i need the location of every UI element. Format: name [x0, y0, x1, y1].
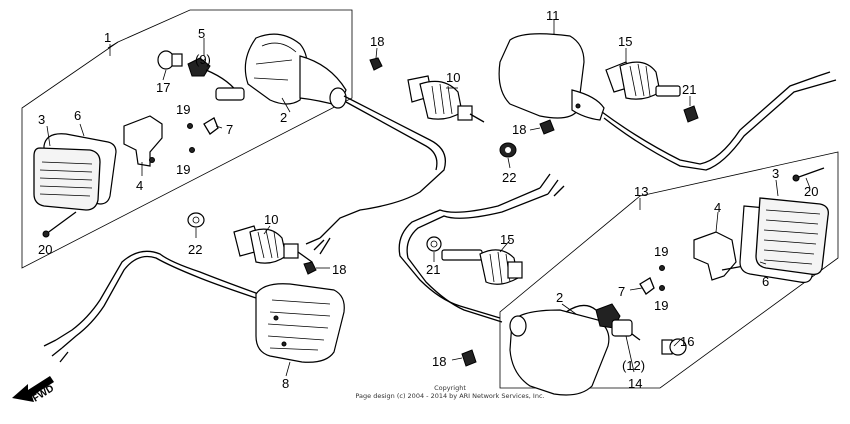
- callout-1: 1: [104, 30, 111, 45]
- callout-21-lower: 21: [426, 262, 440, 277]
- clip-left-7: [187, 117, 219, 153]
- stud-10-upper: [407, 75, 485, 123]
- callout-19-right-b: 19: [654, 298, 668, 313]
- callout-22-mid: 22: [502, 170, 516, 185]
- lens-right: [739, 197, 829, 283]
- callout-14: 14: [628, 376, 642, 391]
- callout-19-right-a: 19: [654, 244, 668, 259]
- callout-12: (12): [622, 358, 645, 373]
- stud-right-lower-15: [441, 249, 523, 285]
- callout-19-left-a: 19: [176, 102, 190, 117]
- screw-right-20: [792, 167, 825, 182]
- bulb-right-16: [661, 338, 687, 356]
- nut-18-mid: [539, 119, 555, 135]
- callout-18-right-lower: 18: [432, 354, 446, 369]
- bracket-right-4: [693, 231, 745, 281]
- callout-7-right: 7: [618, 284, 625, 299]
- copyright-line1: Copyright: [434, 384, 466, 392]
- callout-10-top: 10: [446, 70, 460, 85]
- socket-right-14: [565, 303, 641, 341]
- callout-17: 17: [156, 80, 170, 95]
- housing-right-top-11: [498, 33, 605, 121]
- callout-6-left: 6: [74, 108, 81, 123]
- fwd-arrow-icon: [12, 376, 54, 402]
- frame-right-assembly: [499, 151, 839, 389]
- housing-left-2: [244, 33, 308, 105]
- callout-19-left-b: 19: [176, 162, 190, 177]
- callout-5: 5: [198, 26, 205, 41]
- callout-20-right: 20: [804, 184, 818, 199]
- callout-7-left: 7: [226, 122, 233, 137]
- housing-left-rear-8: [255, 283, 345, 363]
- callout-8: 8: [282, 376, 289, 391]
- callout-18-top: 18: [370, 34, 384, 49]
- wire-right-top: [601, 75, 819, 165]
- wire-right-lower: [398, 187, 541, 319]
- housing-right-lower-2: [509, 309, 610, 396]
- nut-left-18b: [303, 261, 317, 275]
- bulb-left-17: [157, 50, 183, 70]
- bracket-left-4: [123, 115, 163, 167]
- callout-13: 13: [634, 184, 648, 199]
- washer-right-21: [426, 236, 442, 252]
- clip-right-7: [639, 265, 665, 295]
- callout-22-left: 22: [188, 242, 202, 257]
- leader-lines: [46, 20, 811, 377]
- frame-left-assembly: [21, 9, 353, 269]
- lens-left: [33, 133, 117, 211]
- callout-4-left: 4: [136, 178, 143, 193]
- callout-15-lower: 15: [500, 232, 514, 247]
- wire-left-rear: [55, 250, 265, 341]
- callout-20-left: 20: [38, 242, 52, 257]
- nut-right-top-21: [683, 105, 699, 123]
- screw-left-20: [42, 211, 77, 238]
- copyright-line2: Page design (c) 2004 - 2014 by ARI Netwo…: [355, 392, 545, 400]
- callout-15-top: 15: [618, 34, 632, 49]
- copyright-notice: Copyright Page design (c) 2004 - 2014 by…: [300, 384, 600, 400]
- callout-2-left: 2: [280, 110, 287, 125]
- stud-left-10: [233, 225, 313, 264]
- socket-left-5: [187, 57, 245, 101]
- callout-16: 16: [680, 334, 694, 349]
- callout-4-right: 4: [714, 200, 721, 215]
- callout-3-left: 3: [38, 112, 45, 127]
- callout-18-left-lower: 18: [332, 262, 346, 277]
- callout-3-right: 3: [772, 166, 779, 181]
- callout-10-lower: 10: [264, 212, 278, 227]
- nut-18-top: [369, 57, 383, 71]
- callout-9: (9): [195, 52, 211, 67]
- stud-right-top-15: [605, 61, 681, 100]
- callout-6-right: 6: [762, 274, 769, 289]
- washer-22-mid: [499, 142, 517, 158]
- stalk-left-upper: [299, 55, 447, 255]
- callout-11: 11: [546, 8, 560, 23]
- callout-2-right: 2: [556, 290, 563, 305]
- callout-18-mid: 18: [512, 122, 526, 137]
- washer-left-22: [187, 212, 205, 228]
- nut-right-lower-18: [461, 349, 477, 367]
- callout-21-top: 21: [682, 82, 696, 97]
